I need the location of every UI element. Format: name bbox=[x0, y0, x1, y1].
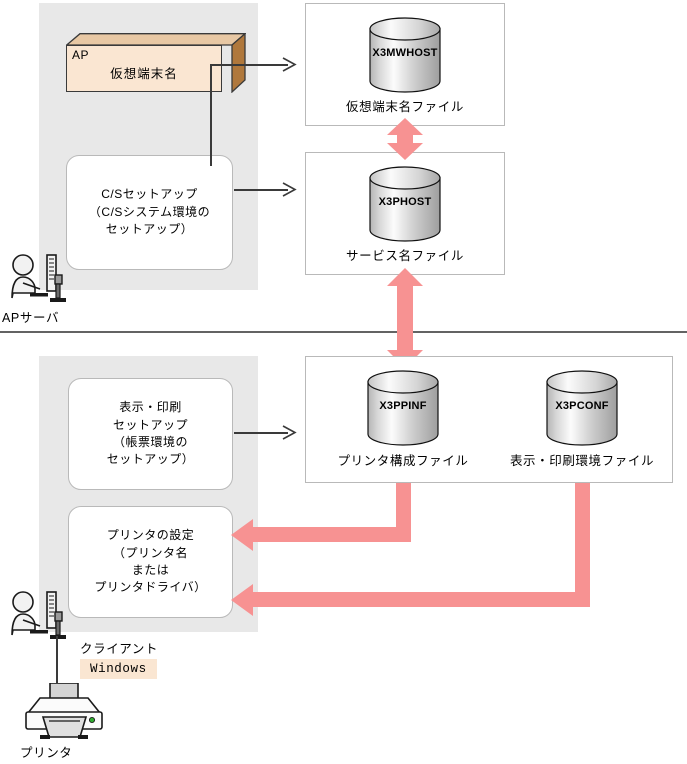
cylinder-x3pconf-label: X3PCONF bbox=[555, 400, 609, 412]
cylinder-x3mwhost-label: X3MWHOST bbox=[372, 47, 438, 59]
pink-arrow-printer-config-head bbox=[231, 519, 253, 551]
cs-setup-box[interactable]: C/Sセットアップ （C/Sシステム環境の セットアップ） bbox=[66, 155, 233, 270]
windows-os-badge: Windows bbox=[80, 659, 157, 679]
arrow-cs-setup-to-service-file-head bbox=[282, 182, 297, 197]
service-name-file-caption: サービス名ファイル bbox=[346, 249, 464, 263]
cylinder-x3ppinf: X3PPINF bbox=[367, 370, 439, 446]
pink-arrow-print-env-head bbox=[231, 584, 253, 616]
ap-server-label: APサーバ bbox=[2, 311, 60, 325]
print-setup-box-label: 表示・印刷 セットアップ （帳票環境の セットアップ） bbox=[106, 400, 195, 467]
cylinder-x3mwhost: X3MWHOST bbox=[369, 17, 441, 93]
ap-box-label: 仮想端末名 bbox=[110, 67, 178, 81]
pink-arrow-printer-config-horizontal bbox=[252, 527, 411, 542]
cs-setup-box-label: C/Sセットアップ （C/Sシステム環境の セットアップ） bbox=[88, 187, 211, 237]
arrow-ap-to-virtual-terminal-file-head bbox=[282, 57, 297, 72]
client-person-icon bbox=[11, 591, 66, 639]
printer-setting-box[interactable]: プリンタの設定 （プリンタ名 または プリンタドライバ） bbox=[68, 506, 233, 618]
printer-label: プリンタ bbox=[20, 746, 73, 760]
arrow-ap-to-virtual-terminal-file-line bbox=[210, 64, 288, 66]
pink-arrow-service-to-printer-config bbox=[387, 268, 423, 368]
cylinder-x3pconf-shape bbox=[546, 370, 618, 446]
cylinder-x3ppinf-shape bbox=[367, 370, 439, 446]
printer-setting-box-label: プリンタの設定 （プリンタ名 または プリンタドライバ） bbox=[94, 528, 207, 595]
arrow-print-setup-to-printer-config-line bbox=[234, 432, 288, 434]
pink-arrow-virtual-to-service bbox=[387, 118, 423, 160]
ap-box: AP 仮想端末名 bbox=[66, 33, 246, 95]
ap-box-tag: AP bbox=[72, 48, 90, 62]
arrow-print-setup-to-printer-config-head bbox=[282, 425, 297, 440]
cylinder-x3pconf: X3PCONF bbox=[546, 370, 618, 446]
connector-ap-to-cs-setup bbox=[210, 66, 212, 166]
cylinder-x3phost-shape bbox=[369, 166, 441, 242]
ap-box-front-face bbox=[66, 45, 222, 92]
server-client-divider bbox=[0, 331, 687, 334]
pink-arrow-print-env-vertical bbox=[575, 483, 590, 607]
ap-server-person-icon bbox=[11, 254, 66, 302]
printer-cable bbox=[56, 636, 58, 688]
printer-config-file-caption: プリンタ構成ファイル bbox=[337, 454, 469, 468]
arrow-cs-setup-to-service-file-line bbox=[234, 189, 288, 191]
cylinder-x3ppinf-label: X3PPINF bbox=[379, 400, 427, 412]
print-env-file-caption: 表示・印刷環境ファイル bbox=[509, 454, 655, 468]
client-label: クライアント bbox=[80, 642, 159, 656]
print-setup-box[interactable]: 表示・印刷 セットアップ （帳票環境の セットアップ） bbox=[68, 378, 233, 490]
cylinder-x3mwhost-shape bbox=[369, 17, 441, 93]
virtual-terminal-file-caption: 仮想端末名ファイル bbox=[346, 100, 464, 114]
cylinder-x3phost-label: X3PHOST bbox=[378, 196, 432, 208]
cylinder-x3phost: X3PHOST bbox=[369, 166, 441, 242]
printer-icon bbox=[25, 683, 103, 739]
pink-arrow-print-env-horizontal bbox=[252, 592, 590, 607]
